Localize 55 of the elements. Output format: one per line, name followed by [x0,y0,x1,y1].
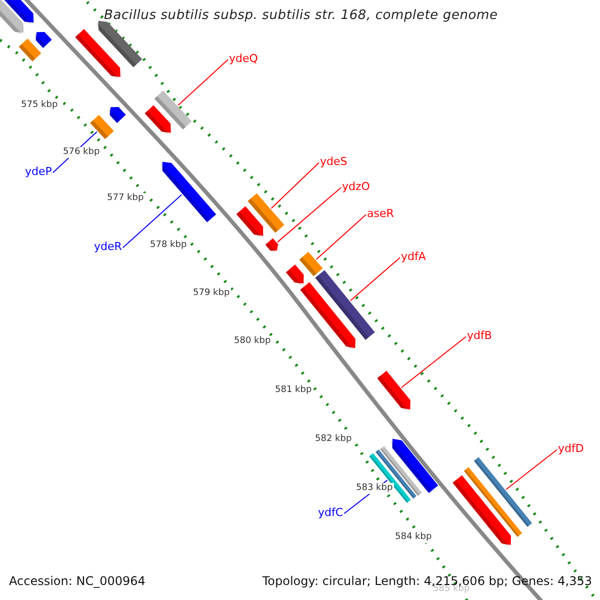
leader-line [350,257,400,302]
gene-feature [286,264,304,285]
tick-label: 582 kbp [314,434,353,445]
gene-label: ydzO [342,181,370,192]
gene-label: ydeS [320,156,348,167]
gene-feature [144,105,171,134]
gene-feature [390,438,438,494]
tick-label: 580 kbp [233,336,272,347]
gene-bar [154,90,192,130]
gene-feature [109,106,126,123]
tick-label: 577 kbp [106,193,145,204]
gene-bar [18,38,42,62]
gene-feature [0,0,24,34]
leader-line [122,194,182,248]
gene-bar [464,467,522,537]
gene-bar [299,252,323,276]
gene-label: aseR [367,208,394,219]
gene-label: ydfB [467,330,492,341]
map-title: Bacillus subtilis subsp. subtilis str. 168, complete genome [104,9,498,22]
leader-line [506,449,558,490]
gene-bar [315,270,375,340]
gene-feature [96,20,142,68]
leader-line [178,59,228,106]
gene-feature [452,475,511,546]
tick-label: 576 kbp [62,147,101,158]
gene-bar [474,457,532,527]
gene-label: ydfD [558,443,584,454]
leader-line [270,162,320,209]
gene-feature [35,32,52,48]
gene-feature [236,206,264,238]
leader-line [316,214,366,260]
leader-line [277,187,342,243]
gene-feature [75,28,120,78]
tick-label: 584 kbp [394,532,433,543]
tick-label: 579 kbp [192,288,231,299]
gene-label: ydfA [401,251,426,262]
gene-bar [90,114,114,140]
tick-label: 583 kbp [355,483,394,494]
gene-label: ydeP [25,166,52,177]
tick-label: 581 kbp [274,385,313,396]
gene-feature [160,162,216,222]
leader-line [400,336,466,388]
gene-feature [377,370,410,411]
gene-feature [2,0,34,24]
tick-label: 578 kbp [149,240,188,251]
gene-label: ydeR [94,241,122,252]
footer-text: Topology: circular; Length: 4,215,606 bp; Genes: 4,353 [262,575,592,587]
gene-label: ydeQ [229,53,258,64]
gene-feature [265,238,278,252]
gene-feature [300,282,356,350]
gene-bar [376,449,416,499]
footer-text: Accession: NC_000964 [9,575,146,587]
tick-label: 575 kbp [20,100,59,111]
gene-label: ydfC [318,507,344,518]
gene-bar [248,193,284,233]
